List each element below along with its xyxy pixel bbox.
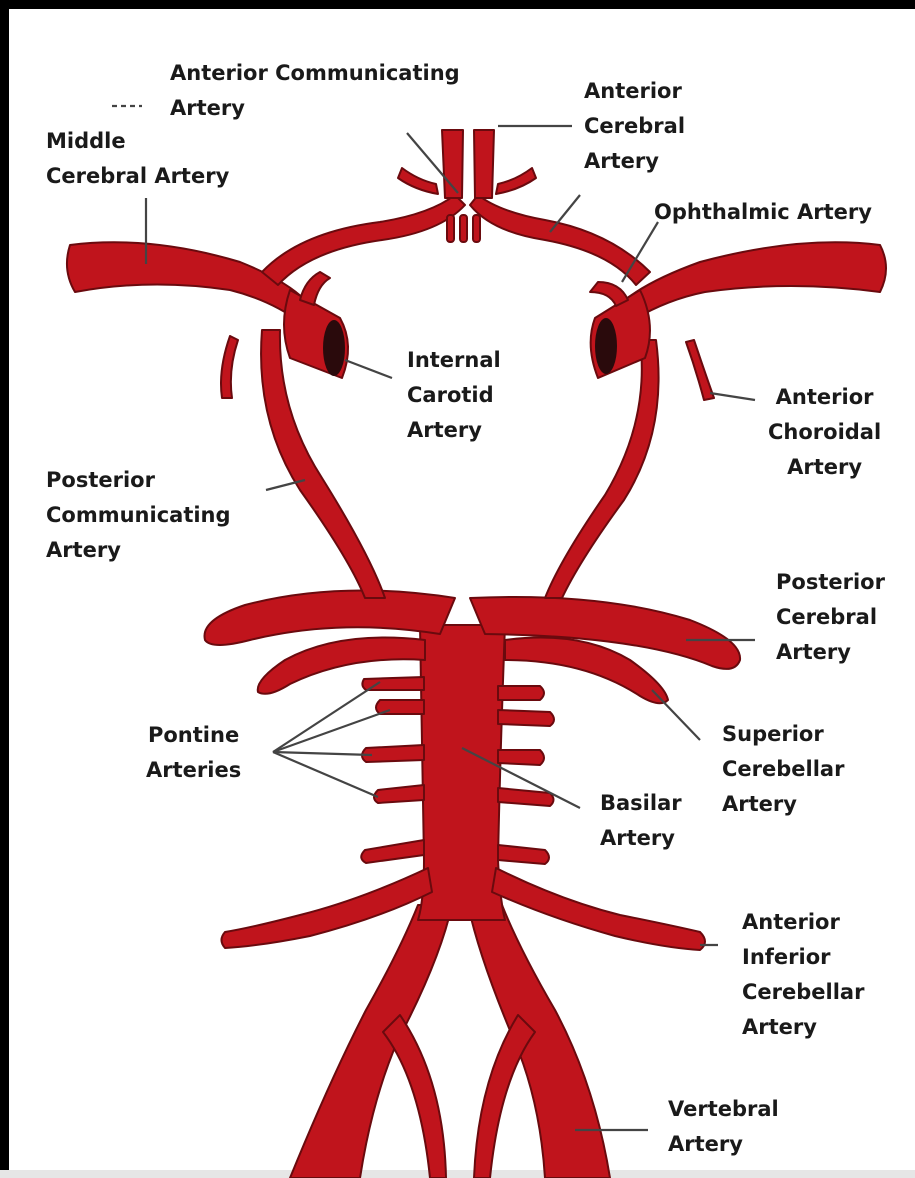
left-anterior-inferior-cerebellar-artery [222, 868, 433, 948]
right-ophthalmic-artery [590, 282, 628, 306]
label-line: Cerebellar [742, 975, 864, 1010]
leader-superior-cerebellar [652, 690, 700, 740]
label-line: Artery [742, 1010, 864, 1045]
left-pontine-artery [361, 840, 424, 863]
label-line: Posterior [46, 463, 231, 498]
right-anterior-cerebral-artery [470, 195, 650, 285]
label-superior-cerebellar-artery: Superior Cerebellar Artery [722, 717, 844, 822]
label-line: Cerebral Artery [46, 159, 229, 194]
frame-bottom-shade [0, 1170, 915, 1178]
label-pontine-arteries: Pontine Arteries [146, 718, 241, 788]
frame-top-border [0, 0, 915, 9]
label-line: Artery [722, 787, 844, 822]
left-pontine-artery [362, 745, 424, 762]
anterior-spinal-artery-loop [383, 1015, 446, 1178]
label-vertebral-artery: Vertebral Artery [668, 1092, 779, 1162]
anterior-spinal-artery-loop-right [474, 1015, 535, 1178]
anterior-communicating-artery-strand [473, 215, 480, 242]
label-line: Artery [407, 413, 501, 448]
label-basilar-artery: Basilar Artery [600, 786, 682, 856]
label-ophthalmic-artery: Ophthalmic Artery [654, 195, 872, 230]
basilar-artery [418, 625, 505, 920]
right-small-branch [496, 168, 536, 194]
label-line: Vertebral [668, 1092, 779, 1127]
label-line: Posterior [776, 565, 885, 600]
label-line: Arteries [146, 753, 241, 788]
leader-internal-carotid [345, 360, 392, 378]
label-line: Artery [46, 533, 231, 568]
label-anterior-cerebral-artery: Anterior Cerebral Artery [584, 74, 685, 179]
leader-pontine-1 [273, 682, 380, 752]
left-ophthalmic-artery [300, 272, 330, 305]
left-middle-cerebral-artery [67, 242, 305, 322]
label-line: Cerebral [776, 600, 885, 635]
left-anterior-cerebral-artery [262, 195, 465, 285]
right-pontine-artery [498, 750, 544, 765]
frame-left-border [0, 0, 9, 1178]
left-posterior-cerebral-artery [205, 590, 456, 645]
right-anterior-cerebral-artery-stem [474, 130, 494, 198]
label-line: Middle [46, 124, 229, 159]
leader-anterior-choroidal [710, 393, 755, 400]
label-anterior-inferior-cerebellar-artery: Anterior Inferior Cerebellar Artery [742, 905, 864, 1045]
label-posterior-cerebral-artery: Posterior Cerebral Artery [776, 565, 885, 670]
label-line: Artery [600, 821, 682, 856]
right-pontine-artery [498, 845, 549, 864]
label-posterior-communicating-artery: Posterior Communicating Artery [46, 463, 231, 568]
right-internal-carotid-lumen [595, 318, 617, 374]
label-internal-carotid-artery: Internal Carotid Artery [407, 343, 501, 448]
right-posterior-communicating-artery [545, 340, 659, 598]
right-middle-cerebral-artery [625, 242, 886, 322]
label-line: Artery [668, 1127, 779, 1162]
label-middle-cerebral-artery: Middle Cerebral Artery [46, 124, 229, 194]
leader-pontine-2 [273, 710, 390, 752]
right-anterior-inferior-cerebellar-artery [492, 868, 705, 950]
label-line: Carotid [407, 378, 501, 413]
label-line: Ophthalmic Artery [654, 195, 872, 230]
label-line: Choroidal [768, 415, 881, 450]
label-anterior-choroidal-artery: Anterior Choroidal Artery [768, 380, 881, 485]
label-line: Cerebral [584, 109, 685, 144]
right-anterior-choroidal-artery [686, 340, 714, 400]
label-line: Artery [776, 635, 885, 670]
label-line: Internal [407, 343, 501, 378]
label-line: Inferior [742, 940, 864, 975]
label-line: Anterior Communicating [170, 56, 460, 91]
right-pontine-artery [498, 686, 544, 700]
anterior-communicating-artery-strand [447, 215, 454, 242]
label-line: Artery [584, 144, 685, 179]
label-line: Cerebellar [722, 752, 844, 787]
label-line: Anterior [768, 380, 881, 415]
anterior-communicating-artery-strand [460, 215, 467, 242]
left-internal-carotid-lumen [323, 320, 345, 376]
label-anterior-communicating-artery: Anterior Communicating Artery [170, 56, 460, 126]
left-anterior-choroidal-artery [221, 336, 238, 398]
label-line: Basilar [600, 786, 682, 821]
label-line: Communicating [46, 498, 231, 533]
leader-pontine-3 [273, 752, 372, 755]
label-line: Artery [768, 450, 881, 485]
label-line: Pontine [146, 718, 241, 753]
right-pontine-artery [498, 710, 554, 726]
label-line: Anterior [742, 905, 864, 940]
left-small-branch [398, 168, 438, 194]
label-line: Anterior [584, 74, 685, 109]
label-line: Artery [170, 91, 460, 126]
left-pontine-artery [374, 785, 424, 803]
label-line: Superior [722, 717, 844, 752]
